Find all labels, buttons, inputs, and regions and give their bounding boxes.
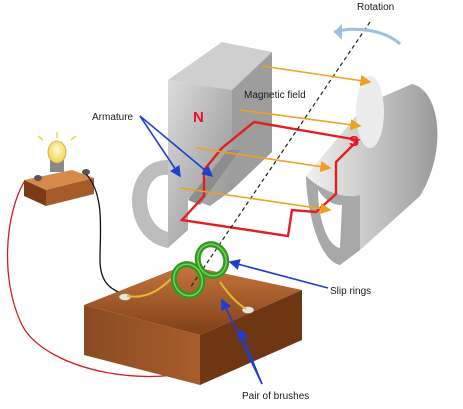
brush-right [219, 281, 247, 310]
slip-rings-label: Slip rings [330, 286, 371, 297]
base-block [84, 265, 302, 385]
north-magnet [132, 42, 272, 248]
light-bulb-icon [37, 132, 77, 172]
rotation-axis [189, 21, 371, 289]
lamp-holder [24, 169, 94, 206]
pointer-lines [139, 115, 329, 385]
magnetic-field-label: Magnetic field [244, 90, 306, 101]
south-pole-label: S [349, 133, 359, 150]
north-pole-label: N [193, 109, 204, 126]
armature-label: Armature [92, 112, 134, 123]
pair-of-brushes-label: Pair of brushes [242, 391, 309, 402]
rotation-arrow-icon [333, 27, 402, 46]
south-magnet [306, 76, 438, 265]
field-arrows [179, 65, 372, 215]
rotation-label: Rotation [357, 2, 394, 13]
black-wire [85, 173, 128, 296]
rotation-arrow-head [334, 24, 342, 40]
slip-rings-highlight [173, 243, 227, 297]
